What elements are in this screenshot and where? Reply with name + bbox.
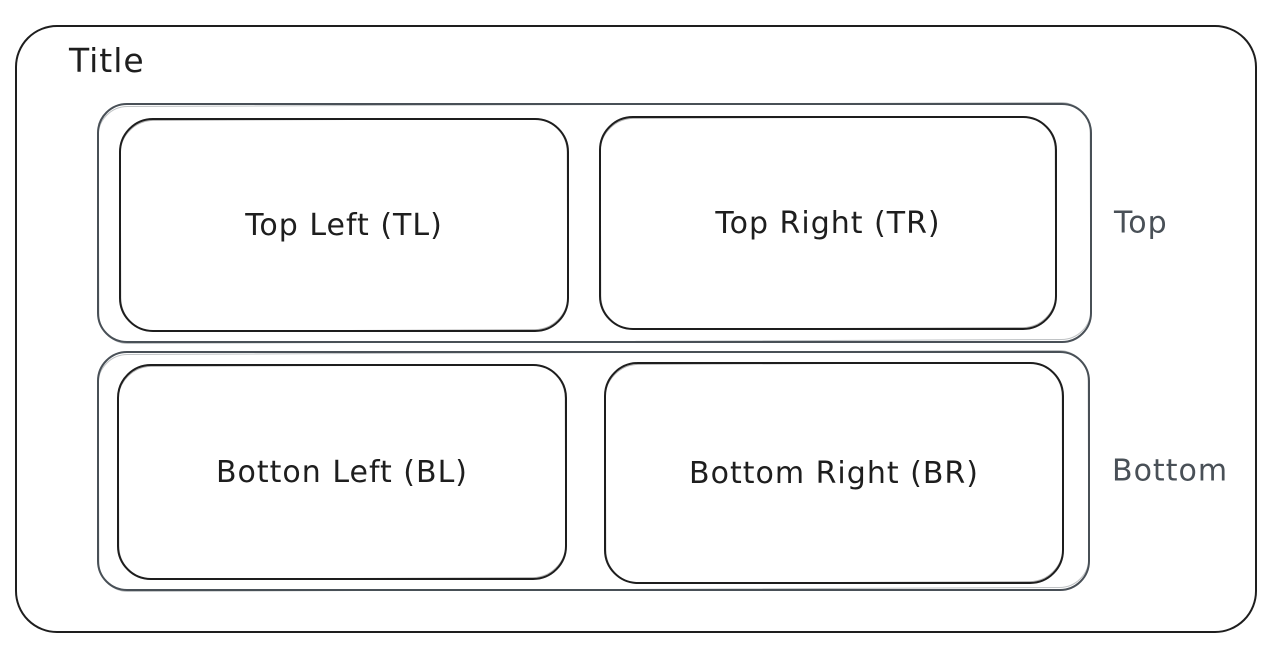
box-top-left: Top Left (TL) [119,118,569,332]
group-bottom: Botton Left (BL) Bottom Right (BR) Botto… [97,351,1227,591]
group-label-top: Top [1114,205,1168,241]
box-top-right: Top Right (TR) [599,116,1057,330]
title-container-box: Title Top Left (TL) Top Right (TR) Top B… [15,25,1257,633]
box-bottom-left: Botton Left (BL) [117,364,567,580]
box-bottom-right-label: Bottom Right (BR) [689,455,979,491]
box-bottom-right: Bottom Right (BR) [604,362,1064,584]
group-label-bottom: Bottom [1112,453,1229,489]
box-bottom-left-label: Botton Left (BL) [215,454,469,490]
box-top-left-label: Top Left (TL) [245,207,443,243]
box-top-right-label: Top Right (TR) [715,205,941,241]
group-top: Top Left (TL) Top Right (TR) Top [97,103,1167,343]
diagram-title: Title [69,41,145,80]
